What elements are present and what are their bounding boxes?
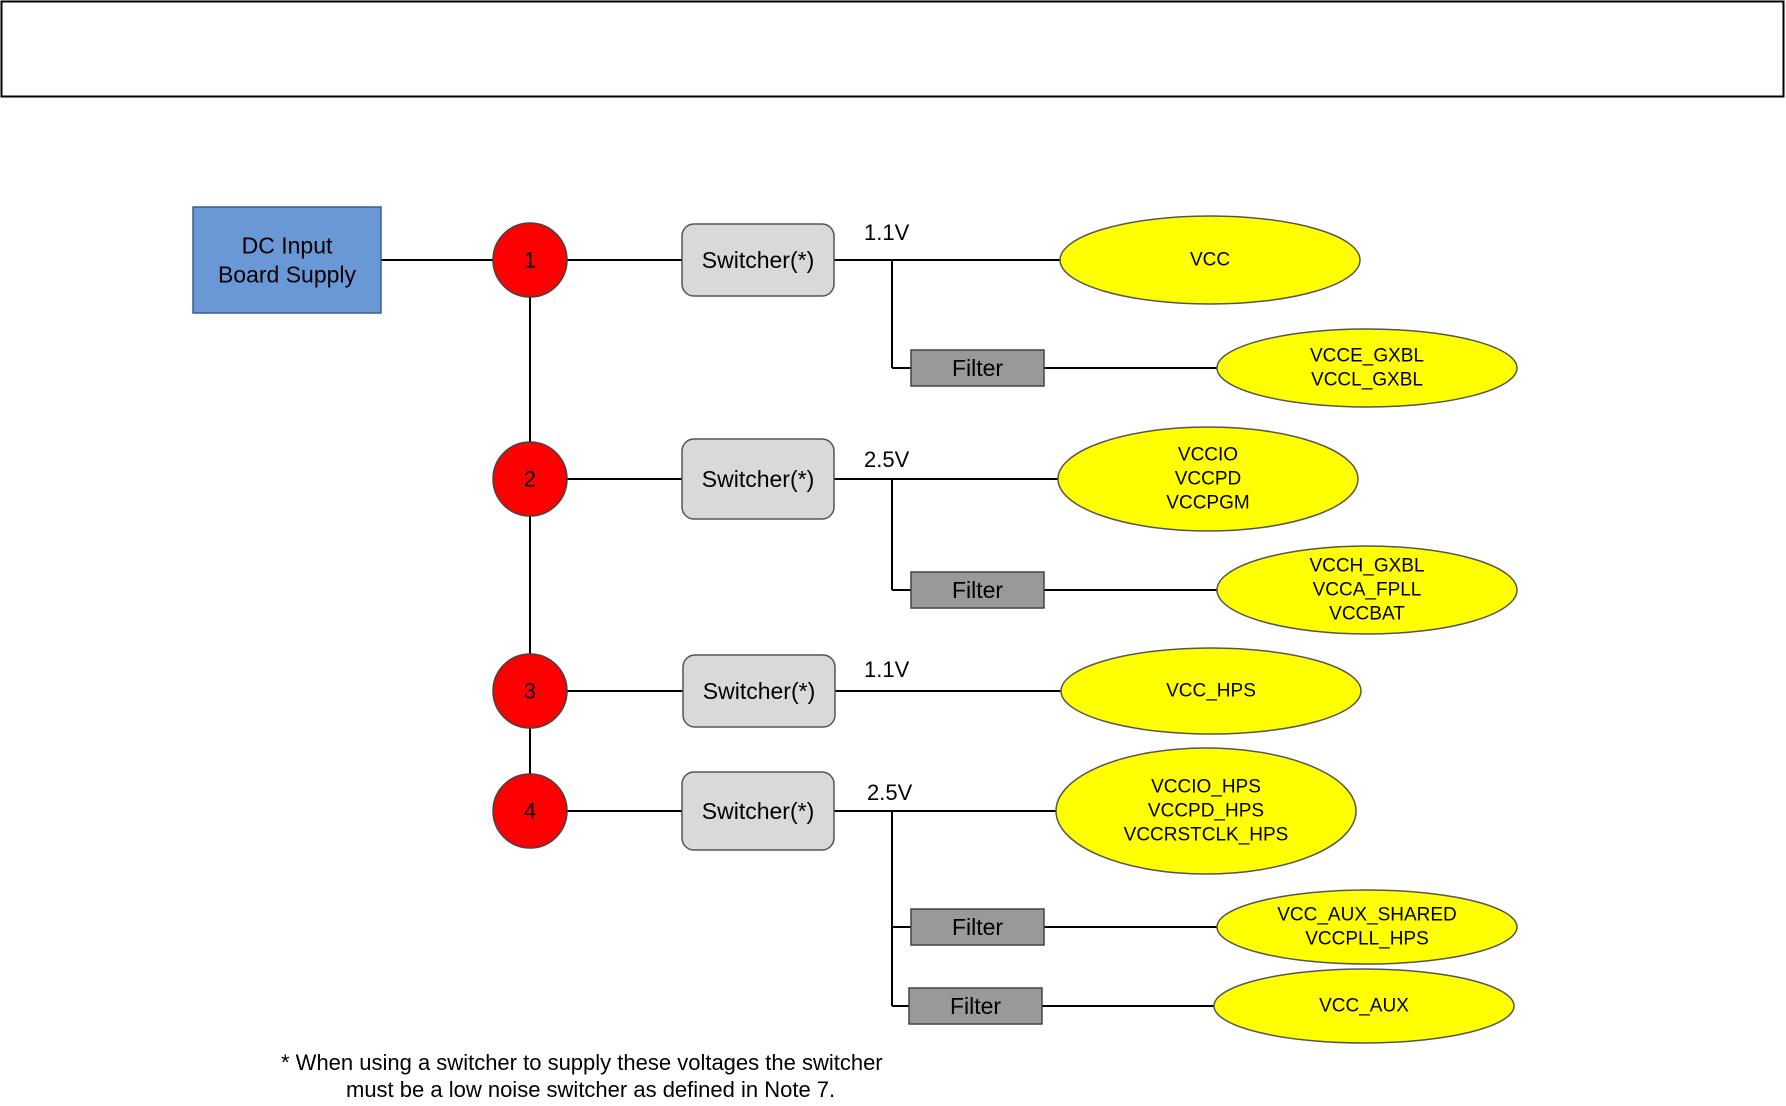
rail-ellipse	[1055, 747, 1357, 875]
dc-input-label: DC Input	[242, 233, 333, 259]
rail-label: VCCIO_HPS	[1151, 777, 1261, 798]
node-circle	[492, 653, 568, 729]
filtered-rail-ellipse	[1216, 545, 1518, 635]
footnote-line-1: * When using a switcher to supply these …	[281, 1050, 883, 1075]
filtered-rail-label: VCCL_GXBL	[1311, 370, 1423, 391]
filter-box	[910, 908, 1045, 946]
node-number: 1	[524, 248, 536, 273]
filtered-rail-ellipse	[1213, 968, 1515, 1044]
filtered-rail-label: VCCPLL_HPS	[1305, 929, 1429, 950]
dc-input-label: Board Supply	[218, 262, 357, 288]
filtered-rail-label: VCCE_GXBL	[1310, 346, 1424, 367]
rail-label: VCCRSTCLK_HPS	[1124, 825, 1289, 846]
filter-label: Filter	[952, 577, 1003, 603]
rail-label: VCC_HPS	[1166, 681, 1256, 702]
filter-box	[910, 349, 1045, 387]
rail-ellipse	[1057, 426, 1359, 532]
filter-label: Filter	[952, 355, 1003, 381]
filter-box	[908, 987, 1043, 1025]
filtered-rail-ellipse	[1216, 889, 1518, 965]
switcher-label: Switcher(*)	[702, 798, 814, 824]
header-box	[0, 0, 1785, 98]
rail-label: VCCPGM	[1166, 493, 1249, 514]
voltage-label: 1.1V	[864, 220, 910, 245]
switcher-box	[681, 438, 835, 520]
switcher-label: Switcher(*)	[703, 678, 815, 704]
filtered-rail-label: VCC_AUX_SHARED	[1277, 905, 1457, 926]
node-circle	[492, 773, 568, 849]
switcher-label: Switcher(*)	[702, 466, 814, 492]
filter-label: Filter	[952, 914, 1003, 940]
switcher-box	[682, 654, 836, 728]
filter-box	[910, 571, 1045, 609]
rail-label: VCCIO	[1178, 445, 1238, 466]
rail-label: VCCPD_HPS	[1148, 801, 1264, 822]
filtered-rail-ellipse	[1216, 328, 1518, 408]
diagram-shapes	[192, 206, 1518, 1044]
voltage-label: 2.5V	[864, 447, 910, 472]
rail-label: VCC	[1190, 250, 1230, 271]
voltage-label: 1.1V	[864, 657, 910, 682]
footnote-line-2: must be a low noise switcher as defined …	[346, 1077, 835, 1102]
switcher-box	[681, 771, 835, 851]
filtered-rail-label: VCC_AUX	[1319, 996, 1409, 1017]
filtered-rail-label: VCCA_FPLL	[1313, 580, 1422, 601]
dc-input-box	[192, 206, 382, 314]
switcher-label: Switcher(*)	[702, 247, 814, 273]
node-number: 3	[524, 679, 536, 704]
voltage-label: 2.5V	[867, 780, 913, 805]
rail-ellipse	[1059, 215, 1361, 305]
node-circle	[492, 441, 568, 517]
node-number: 2	[524, 467, 536, 492]
filtered-rail-label: VCCH_GXBL	[1309, 556, 1424, 577]
connection-lines	[381, 259, 1217, 1007]
node-number: 4	[524, 799, 536, 824]
rail-ellipse	[1060, 647, 1362, 735]
switcher-box	[681, 223, 835, 297]
filtered-rail-label: VCCBAT	[1329, 604, 1405, 625]
node-circle	[492, 222, 568, 298]
rail-label: VCCPD	[1175, 469, 1242, 490]
filter-label: Filter	[950, 993, 1001, 1019]
